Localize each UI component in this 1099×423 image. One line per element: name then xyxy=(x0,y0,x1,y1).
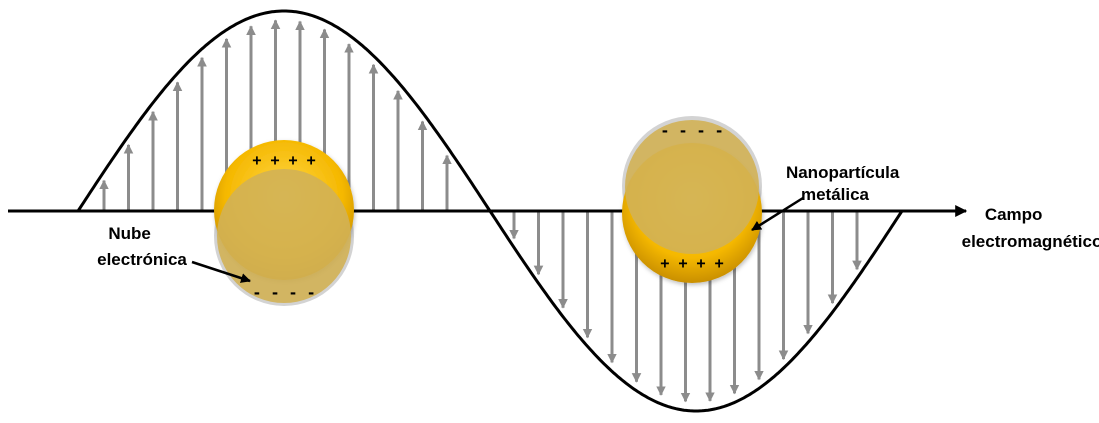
nanoparticle-label-line2: metálica xyxy=(801,185,870,204)
nanoparticle-label-line1: Nanopartícula xyxy=(786,163,900,182)
axis-label-line2: electromagnético xyxy=(962,232,1099,251)
left-positive-charges: + + + + xyxy=(252,151,315,169)
nanoparticle-label: Nanopartícula metálica xyxy=(786,163,904,204)
nanoparticle-pointer xyxy=(751,196,804,232)
left-negative-charges: - - - - xyxy=(252,284,315,302)
electron-cloud-pointer xyxy=(191,260,251,283)
right-positive-charges: + + + + xyxy=(660,254,723,272)
left-nanoparticle: + + + + - - - - xyxy=(214,140,354,306)
right-particle-core xyxy=(625,120,759,254)
electron-cloud-label-line1: Nube xyxy=(108,224,151,243)
sine-wave xyxy=(76,9,904,413)
electron-cloud-label: Nube electrónica xyxy=(97,224,187,269)
axis-label-line1: Campo xyxy=(985,205,1043,224)
right-negative-charges: - - - - xyxy=(660,122,723,140)
left-particle-core xyxy=(217,169,351,303)
electron-cloud-label-line2: electrónica xyxy=(97,250,187,269)
axis-label: Campo electromagnético xyxy=(962,205,1099,251)
right-nanoparticle: - - - - + + + + xyxy=(622,116,762,283)
